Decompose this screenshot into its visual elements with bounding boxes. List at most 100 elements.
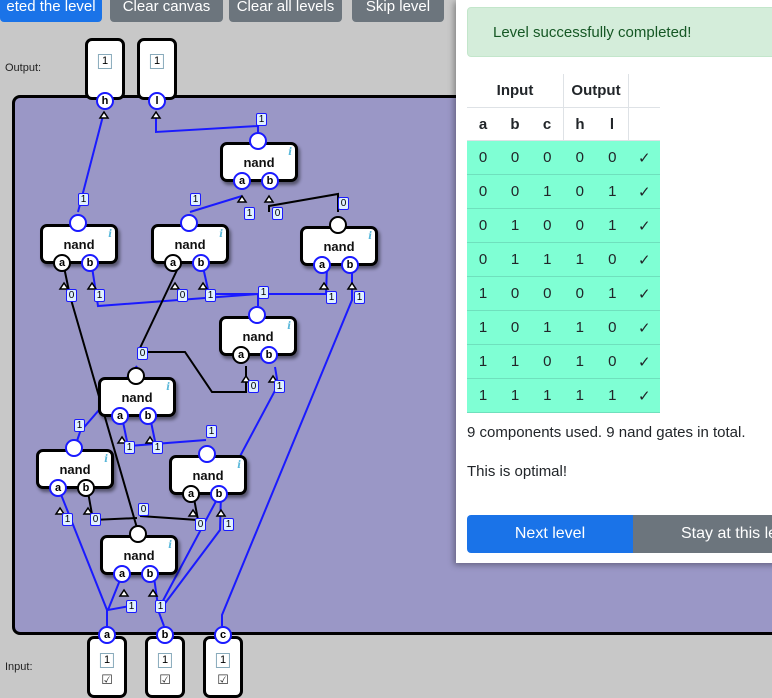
- skip-level-button[interactable]: Skip level: [352, 0, 444, 22]
- nand-gate[interactable]: nand i a b: [40, 214, 118, 272]
- gate-input-a[interactable]: a: [313, 256, 331, 274]
- nand-gate[interactable]: nand i a b: [220, 132, 298, 190]
- output-label: Output:: [5, 62, 42, 74]
- input-a-toggle[interactable]: ☑: [101, 672, 113, 687]
- gate-label: nand: [63, 237, 95, 252]
- input-a-value: 1: [99, 653, 115, 668]
- input-label: Input:: [5, 661, 33, 673]
- info-icon[interactable]: i: [368, 231, 372, 242]
- gate-label: nand: [123, 548, 155, 563]
- gate-input-b[interactable]: b: [210, 485, 228, 503]
- gate-output-pin[interactable]: [69, 214, 87, 232]
- info-icon[interactable]: i: [237, 460, 241, 471]
- gate-output-pin[interactable]: [129, 525, 147, 543]
- input-c-pin[interactable]: c: [214, 626, 232, 644]
- gate-output-pin[interactable]: [248, 306, 266, 324]
- gate-input-b[interactable]: b: [192, 254, 210, 272]
- info-icon[interactable]: i: [287, 321, 291, 332]
- gate-output-pin[interactable]: [65, 439, 83, 457]
- gate-label: nand: [59, 462, 91, 477]
- wire-value-tag: 1: [206, 425, 217, 438]
- nand-gate[interactable]: nand i a b: [98, 367, 176, 425]
- wire-value-tag: 0: [66, 289, 77, 302]
- wire-value-tag: 0: [138, 503, 149, 516]
- nand-gate[interactable]: nand i a b: [300, 216, 378, 274]
- gate-input-a[interactable]: a: [113, 565, 131, 583]
- gate-output-pin[interactable]: [127, 367, 145, 385]
- info-icon[interactable]: i: [219, 229, 223, 240]
- info-icon[interactable]: i: [166, 382, 170, 393]
- wire-value-tag: 1: [354, 291, 365, 304]
- column-header: l: [596, 107, 629, 141]
- gate-input-a[interactable]: a: [49, 479, 67, 497]
- gate-input-b[interactable]: b: [81, 254, 99, 272]
- input-header: Input: [496, 82, 534, 99]
- next-level-button[interactable]: Next level: [467, 515, 633, 553]
- check-icon: ✓: [628, 174, 660, 209]
- check-icon: ✓: [628, 310, 660, 345]
- results-panel: Level successfully completed! Input Outp…: [456, 0, 772, 563]
- column-header: c: [531, 107, 564, 141]
- gate-output-pin[interactable]: [249, 132, 267, 150]
- gate-input-a[interactable]: a: [182, 485, 200, 503]
- gate-input-a[interactable]: a: [164, 254, 182, 272]
- wire-value-tag: 1: [62, 513, 73, 526]
- nand-gate[interactable]: nand i a b: [219, 306, 297, 364]
- input-a-pin[interactable]: a: [98, 626, 116, 644]
- optimal-text: This is optimal!: [467, 463, 568, 480]
- gate-input-b[interactable]: b: [260, 346, 278, 364]
- wire-value-tag: 0: [272, 207, 283, 220]
- nand-gate[interactable]: nand i a b: [36, 439, 114, 497]
- gate-label: nand: [192, 468, 224, 483]
- info-icon[interactable]: i: [104, 454, 108, 465]
- gate-output-pin[interactable]: [198, 445, 216, 463]
- gate-output-pin[interactable]: [180, 214, 198, 232]
- info-icon[interactable]: i: [108, 229, 112, 240]
- output-h-pin[interactable]: h: [96, 92, 114, 110]
- gate-input-b[interactable]: b: [139, 407, 157, 425]
- check-icon: ✓: [628, 344, 660, 379]
- gate-input-a[interactable]: a: [233, 172, 251, 190]
- gate-input-a[interactable]: a: [232, 346, 250, 364]
- success-alert: Level successfully completed!: [467, 7, 772, 57]
- wire-value-tag: 1: [124, 441, 135, 454]
- gate-output-pin[interactable]: [329, 216, 347, 234]
- nand-gate[interactable]: nand i a b: [169, 445, 247, 503]
- gate-input-a[interactable]: a: [111, 407, 129, 425]
- wire-value-tag: 0: [338, 197, 349, 210]
- input-c-toggle[interactable]: ☑: [217, 672, 229, 687]
- info-icon[interactable]: i: [168, 540, 172, 551]
- input-c-box: c 1 ☑: [203, 626, 243, 698]
- wire-value-tag: 1: [205, 289, 216, 302]
- column-header: a: [467, 107, 499, 141]
- clear-all-levels-button[interactable]: Clear all levels: [229, 0, 342, 22]
- input-b-toggle[interactable]: ☑: [159, 672, 171, 687]
- completed-level-button[interactable]: eted the level: [0, 0, 102, 22]
- wire-value-tag: 0: [177, 289, 188, 302]
- gate-input-b[interactable]: b: [77, 479, 95, 497]
- gate-input-b[interactable]: b: [141, 565, 159, 583]
- clear-canvas-button[interactable]: Clear canvas: [110, 0, 223, 22]
- nand-gate[interactable]: nand i a b: [100, 525, 178, 583]
- gate-input-a[interactable]: a: [53, 254, 71, 272]
- summary-text: 9 components used. 9 nand gates in total…: [467, 424, 746, 441]
- gate-label: nand: [121, 390, 153, 405]
- gate-input-b[interactable]: b: [341, 256, 359, 274]
- info-icon[interactable]: i: [288, 147, 292, 158]
- gate-label: nand: [323, 239, 355, 254]
- check-icon: ✓: [628, 208, 660, 243]
- stay-level-button[interactable]: Stay at this le: [633, 515, 772, 553]
- wire-value-tag: 1: [223, 518, 234, 531]
- output-l-box: 1 l: [137, 38, 177, 110]
- input-b-box: b 1 ☑: [145, 626, 185, 698]
- input-b-value: 1: [157, 653, 173, 668]
- nand-gate[interactable]: nand i a b: [151, 214, 229, 272]
- output-l-pin[interactable]: l: [148, 92, 166, 110]
- input-b-pin[interactable]: b: [156, 626, 174, 644]
- gate-input-b[interactable]: b: [261, 172, 279, 190]
